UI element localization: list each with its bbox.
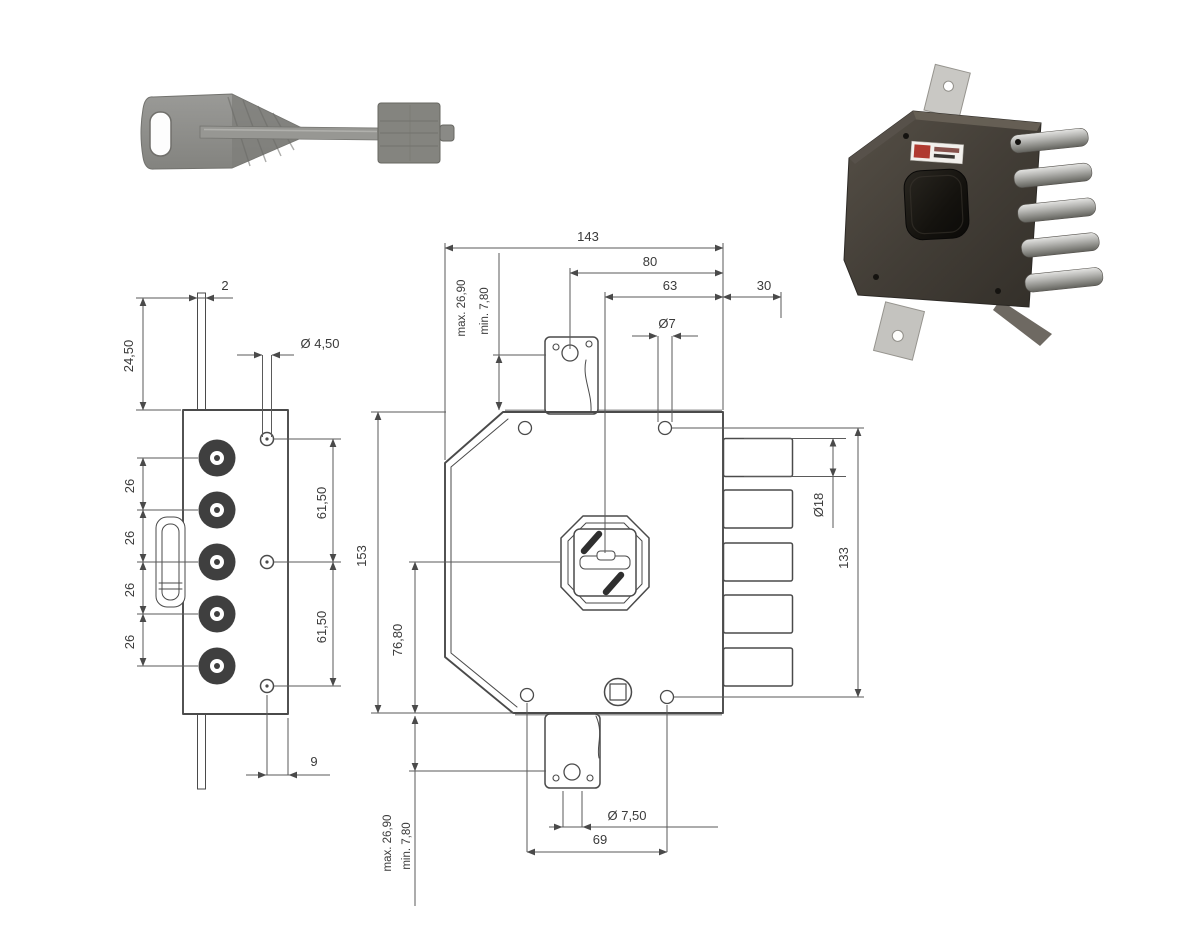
top-tab-small-hole [552,343,560,351]
dim-bolt-span: 133 [836,547,851,569]
bolt-end [198,595,236,633]
photo-pin-1 [1010,128,1089,154]
bolt-pin-2 [722,489,794,529]
front-view-top-tab [544,336,599,415]
front-view-corner-screw-holes [517,420,675,705]
bolt-end [198,439,236,477]
dim-spine-top-offset: 24,50 [121,340,136,373]
bolt-pin-5 [722,647,794,687]
photo-pin-5 [1024,267,1104,293]
front-view-bolt-pins [722,437,794,687]
dim-keyhole-to-edge: 63 [663,278,677,293]
side-view [155,292,289,790]
bolt-pin-1 [722,437,794,478]
key [140,93,455,170]
dim-pin-spacing-2: 26 [122,531,137,545]
key-bow-hole [149,111,172,157]
dim-total-width: 143 [577,229,599,244]
photo-bottom-mounting-tab [872,301,926,361]
dim-bottom-extension-max: max. 26,90 [382,815,394,872]
keyhole-escutcheon [560,515,650,611]
front-view-dimensions: 143 80 63 30 Ø7 max. 26,90 min. 7,80 153… [354,229,864,906]
key-tip [439,124,455,142]
product-photo [843,63,1104,361]
photo-screw-dots [873,133,1021,294]
dim-pin-spacing-3: 26 [122,583,137,597]
photo-faceplate-edge [993,300,1052,346]
dim-side-hole-spacing-2: 61,50 [314,611,329,644]
front-view-bottom-tab [544,713,601,789]
side-view-bolt-ends [198,439,236,685]
brand-label-red-mark [913,144,931,159]
key-shaft [199,125,381,141]
photo-bottom-tab-hole [891,329,904,342]
key-shaft-highlight [203,128,378,133]
dim-side-hole-spacing-1: 61,50 [314,487,329,520]
dim-body-height: 153 [354,545,369,567]
photo-keyhole-cover [903,168,970,241]
bottom-lever-arm [595,715,601,759]
double-bit-keyway [579,530,631,596]
photo-pin-2 [1013,162,1093,188]
dim-keyhole-height: 76,80 [390,624,405,657]
bottom-tab-small-hole [552,774,560,782]
dim-pin-spacing-4: 26 [122,635,137,649]
photo-bolt-pins [1010,128,1104,293]
dim-bottom-extension-min: min. 7,80 [401,822,413,869]
dim-bolt-dia: Ø18 [811,493,826,518]
photo-body-chamfer-highlight [849,111,916,164]
lock-body-inner-fold [450,418,518,708]
bolt-pin-3 [722,542,794,582]
dim-side-hole-dia: Ø 4,50 [300,336,339,351]
pin-spacing-extension-lines [137,457,198,667]
photo-top-mounting-tab [923,63,971,120]
dim-spine-thickness: 2 [221,278,228,293]
brand-label [910,140,964,165]
photo-pin-3 [1017,197,1096,223]
dim-pin-spacing-1: 26 [122,479,137,493]
keyway-slash-upper [580,530,603,555]
keyway-slash-lower [602,571,625,596]
dim-spine-bottom-offset: 9 [310,754,317,769]
photo-top-tab-hole [942,80,954,92]
bottom-tab-center-hole [563,763,581,781]
bolt-end [198,543,236,581]
side-view-screw-holes [259,431,275,694]
bolt-pin-4 [722,594,794,634]
side-view-spine [197,292,206,790]
photo-pin-4 [1021,232,1100,258]
dim-top-hole-dia: Ø7 [658,316,675,331]
photo-body-top-face [911,111,1041,131]
key-bit-cuts [380,105,438,161]
dim-bottom-hole-dia: Ø 7,50 [607,808,646,823]
bolt-end [198,647,236,685]
top-lever-arm [584,359,592,412]
bolt-end [198,491,236,529]
spindle-hole [603,677,633,707]
top-tab-small-hole [585,340,593,348]
side-view-dimensions: 2 24,50 Ø 4,50 26 26 26 26 61,50 61,50 [121,278,341,779]
bottom-tab-small-hole [586,774,594,782]
dim-bolt-throw: 30 [757,278,771,293]
dim-top-extension-max: max. 26,90 [456,280,468,337]
dim-tab-hole-to-edge: 80 [643,254,657,269]
side-hole-spacing-extension-lines [274,438,341,687]
dim-bottom-hole-spacing: 69 [593,832,607,847]
dim-top-extension-min: min. 7,80 [479,287,491,334]
